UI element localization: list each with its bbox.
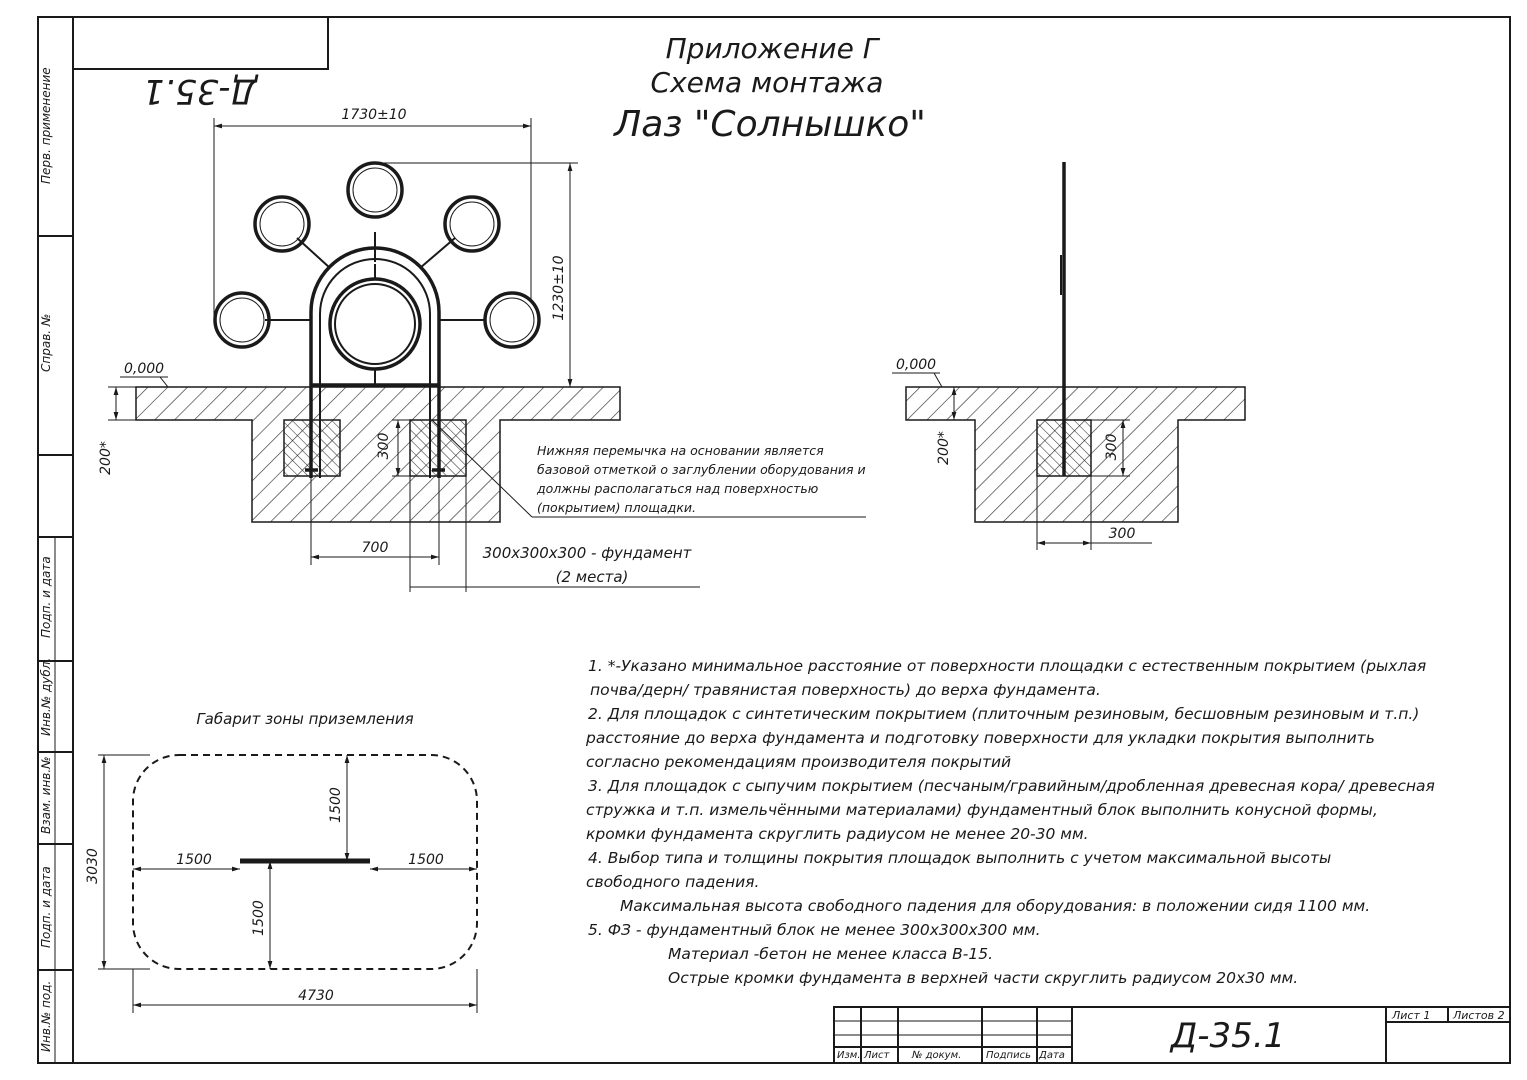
landing-height: 3030 xyxy=(85,848,101,884)
label-podp-1: Подп. и дата xyxy=(39,556,53,638)
landing-top: 1500 xyxy=(328,787,344,823)
landing-zone-outline xyxy=(132,754,478,970)
front-view: 1730±10 1230±10 0,000 200* 300 700 300x3… xyxy=(98,107,866,592)
front-level: 0,000 xyxy=(124,361,164,377)
tb-list: Лист xyxy=(863,1050,891,1061)
label-inv-dubl: Инв.№ дубл. xyxy=(39,658,53,736)
title-block: Изм. Лист № докум. Подпись Дата Д-35.1 Л… xyxy=(833,1006,1511,1064)
tb-izm: Изм. xyxy=(837,1050,861,1061)
header-line-2: Схема монтажа xyxy=(651,66,884,99)
mirrored-stamp: Д-35.1 xyxy=(72,16,329,111)
note-line-7: стружка и т.п. измельчёнными материалами… xyxy=(586,801,1378,819)
label-inv-pod: Инв.№ под. xyxy=(39,981,53,1052)
note-line-10: свободного падения. xyxy=(586,873,759,891)
label-perv: Перв. применение xyxy=(39,67,53,184)
tb-sheet: Лист 1 xyxy=(1391,1009,1430,1022)
note-line-6: 3. Для площадок с сыпучим покрытием (пес… xyxy=(588,777,1435,795)
note-line-12: 5. ФЗ - фундаментный блок не менее 300x3… xyxy=(588,921,1041,939)
foundation-label-2: (2 места) xyxy=(556,568,629,586)
label-vzam: Взам. инв.№ xyxy=(39,756,53,834)
front-depth: 200* xyxy=(98,441,114,475)
side-depth: 200* xyxy=(936,431,952,465)
landing-left: 1500 xyxy=(176,852,212,868)
svg-text:должны располагаться над повер: должны располагаться над поверхностью xyxy=(536,481,818,496)
front-ground xyxy=(135,386,621,523)
note-line-2: почва/дерн/ травянистая поверхность) до … xyxy=(590,681,1101,699)
note-line-11: Максимальная высота свободного падения д… xyxy=(620,897,1370,915)
tb-data: Дата xyxy=(1038,1050,1065,1061)
sheet-frame xyxy=(37,16,1511,1064)
note-line-8: кромки фундамента скруглить радиусом не … xyxy=(586,825,1089,843)
note-line-13: Материал -бетон не менее класса В-15. xyxy=(668,945,993,963)
notes: 1. *-Указано минимальное расстояние от п… xyxy=(585,657,1435,987)
header-line-3: Лаз "Солнышко" xyxy=(612,104,926,145)
front-spacing: 700 xyxy=(362,540,389,556)
label-podp-2: Подп. и дата xyxy=(39,866,53,948)
front-note: Нижняя перемычка на основании является б… xyxy=(536,443,866,515)
tb-podpis: Подпись xyxy=(986,1050,1031,1061)
side-labels: Перв. применение Справ. № Подп. и дата И… xyxy=(39,67,53,1052)
note-line-1: 1. *-Указано минимальное расстояние от п… xyxy=(588,657,1426,675)
landing-width: 4730 xyxy=(298,988,334,1004)
note-line-14: Острые кромки фундамента в верхней части… xyxy=(668,969,1298,987)
front-dim-width: 1730±10 xyxy=(341,107,406,123)
landing-right: 1500 xyxy=(408,852,444,868)
note-line-3: 2. Для площадок с синтетическим покрытие… xyxy=(588,705,1419,723)
side-level: 0,000 xyxy=(896,357,936,373)
front-dim-height: 1230±10 xyxy=(551,255,567,320)
foundation-label-1: 300x300x300 - фундамент xyxy=(483,544,693,562)
center-ring xyxy=(328,277,422,371)
svg-text:Нижняя перемычка на основании: Нижняя перемычка на основании является xyxy=(537,443,824,458)
front-foundation-depth: 300 xyxy=(376,433,392,460)
landing-zone: Габарит зоны приземления 1500 1500 1500 … xyxy=(85,710,478,1013)
svg-text:(покрытием) площадки.: (покрытием) площадки. xyxy=(537,500,696,515)
landing-zone-title: Габарит зоны приземления xyxy=(196,710,413,728)
header-line-1: Приложение Г xyxy=(666,32,881,65)
label-sprav: Справ. № xyxy=(39,314,53,372)
note-line-4: расстояние до верха фундамента и подгото… xyxy=(585,729,1375,747)
note-line-9: 4. Выбор типа и толщины покрытия площадо… xyxy=(588,849,1331,867)
tb-sheets: Листов 2 xyxy=(1452,1009,1505,1022)
svg-text:базовой отметкой о заглублении: базовой отметкой о заглублении оборудова… xyxy=(537,462,866,477)
landing-bottom: 1500 xyxy=(251,900,267,936)
tb-dokum: № докум. xyxy=(911,1050,961,1061)
tb-code: Д-35.1 xyxy=(1169,1016,1286,1056)
note-line-5: согласно рекомендациям производителя пок… xyxy=(586,753,1011,771)
header: Приложение Г Схема монтажа Лаз "Солнышко… xyxy=(612,32,926,145)
side-view: 0,000 200* 300 300 xyxy=(892,162,1246,550)
mirrored-code: Д-35.1 xyxy=(143,71,260,111)
side-foundation-width: 300 xyxy=(1109,526,1136,542)
outer-rings xyxy=(213,161,541,349)
side-foundation-depth: 300 xyxy=(1104,434,1120,461)
